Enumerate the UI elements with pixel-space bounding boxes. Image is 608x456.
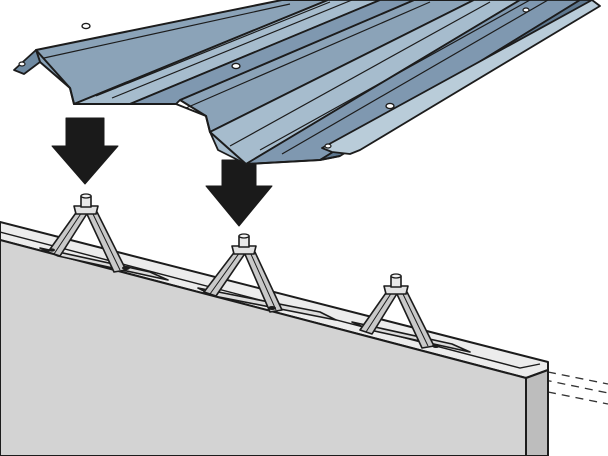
arrow-down-icon [51, 117, 119, 185]
beam-web [0, 239, 527, 456]
panel-fastener-hole [324, 143, 332, 149]
arrow-down-icon [205, 159, 273, 227]
panel-fastener-hole [18, 61, 26, 67]
support-beam [0, 221, 608, 456]
panel-fastener-hole [385, 102, 395, 110]
panel-left-edge [13, 49, 41, 75]
mounting-clip-3 [351, 273, 471, 353]
beam-end-face [525, 369, 549, 456]
corrugated-roof-panel [13, 0, 601, 165]
panel-fastener-hole [81, 22, 91, 30]
beam-continuation-dashed [529, 371, 608, 405]
mounting-clip-2 [197, 233, 337, 321]
mounting-clip-1 [39, 193, 169, 281]
panel-fastener-hole [231, 62, 241, 70]
panel-fastener-hole [522, 7, 530, 13]
